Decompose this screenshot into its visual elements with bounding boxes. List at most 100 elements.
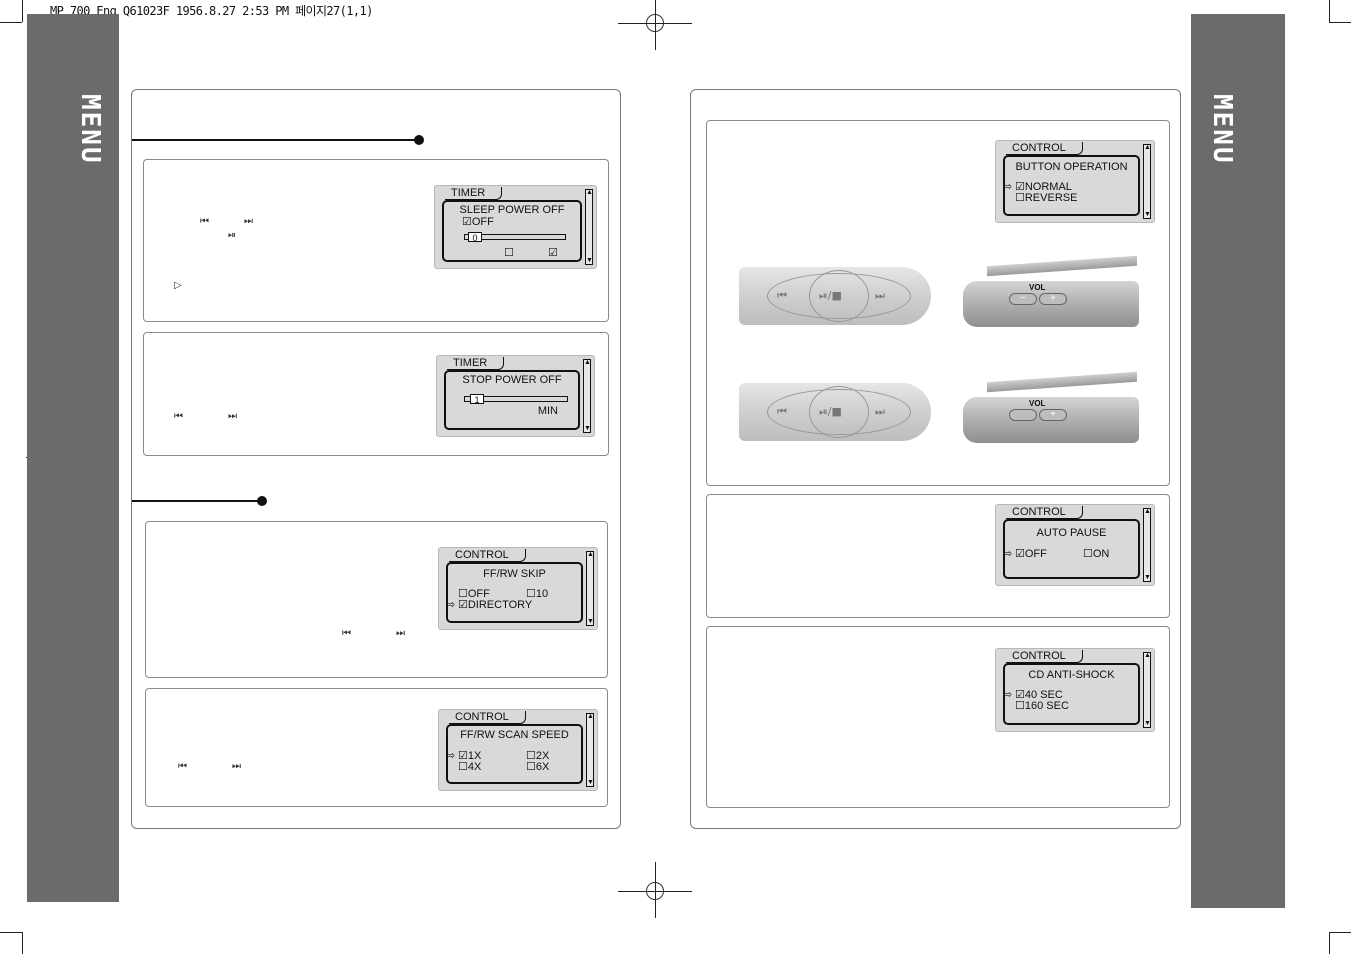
sleep-timer-section: ⏮ ⏭ ⏯ ▷ TIMER SLEEP POWER OFF ☑OFF 0 ☐ ☑ xyxy=(143,159,609,322)
cd-antishock-section: CONTROL CD ANTI-SHOCK ⇨ ☑40 SEC ☐160 SEC xyxy=(706,626,1170,808)
remote-next-icon: ⏭ xyxy=(875,405,885,418)
lcd-tab: CONTROL xyxy=(449,711,526,724)
lcd-auto-pause: CONTROL AUTO PAUSE ⇨ ☑OFF ☐ON xyxy=(995,504,1155,586)
ffrw-skip-section: ⏮ ⏭ CONTROL FF/RW SKIP ☐OFF ☐10 ⇨ ☑DIREC… xyxy=(145,521,608,678)
cursor-icon: ⇨ xyxy=(1003,689,1013,701)
vol-plus-button: + xyxy=(1039,293,1067,305)
menu-label: MENU xyxy=(1207,94,1237,165)
option-off: ☑OFF xyxy=(462,216,494,228)
lcd-screen: BUTTON OPERATION ⇨ ☑NORMAL ☐REVERSE xyxy=(1003,155,1140,216)
option-4x: ☐4X xyxy=(458,761,482,773)
section-rule xyxy=(132,139,417,141)
ffrw-scan-speed-section: ⏮ ⏭ CONTROL FF/RW SCAN SPEED ⇨ ☑1X ☐2X ☐… xyxy=(145,688,608,807)
cursor-icon: ⇨ xyxy=(1003,181,1013,193)
section-dot xyxy=(414,135,424,145)
lcd-title: CD ANTI-SHOCK xyxy=(1028,669,1115,681)
lcd-title: FF/RW SCAN SPEED xyxy=(460,729,569,741)
lcd-scan-speed: CONTROL FF/RW SCAN SPEED ⇨ ☑1X ☐2X ☐4X ☐… xyxy=(438,709,598,791)
lcd-title: BUTTON OPERATION xyxy=(1015,161,1128,173)
unit-label: MIN xyxy=(537,405,558,417)
lcd-tab: CONTROL xyxy=(1006,142,1083,155)
left-sidebar: MENU xyxy=(27,14,119,902)
remote-play-stop-icon: ⏯/■ xyxy=(819,289,842,302)
lcd-scrollbar xyxy=(1143,652,1151,728)
option-2x: ☐2X xyxy=(526,750,550,762)
cursor-icon: ⇨ xyxy=(446,750,456,762)
lcd-title: FF/RW SKIP xyxy=(483,568,546,580)
crop-mark xyxy=(22,932,23,954)
prev-icon: ⏮ xyxy=(174,411,183,422)
remote-play-stop-icon: ⏯/■ xyxy=(819,405,842,418)
prev-icon: ⏮ xyxy=(178,761,187,772)
lcd-screen: SLEEP POWER OFF ☑OFF 0 ☐ ☑ xyxy=(442,200,582,262)
play-pause-icon: ⏯ xyxy=(228,230,236,241)
remote-prev-icon: ⏮ xyxy=(777,405,787,418)
remote-next-icon: ⏭ xyxy=(875,289,885,302)
crop-mark xyxy=(1329,932,1330,954)
crop-mark xyxy=(1329,0,1330,22)
crop-mark xyxy=(1329,22,1351,23)
slider-knob: 1 xyxy=(470,394,484,405)
lcd-title: AUTO PAUSE xyxy=(1036,527,1107,539)
remote-control-side-view: VOL − + xyxy=(963,281,1139,327)
remote-control-side-view: VOL + xyxy=(963,397,1139,443)
slider-track xyxy=(464,396,568,402)
remote-prev-icon: ⏮ xyxy=(777,289,787,302)
option-40-sec: ☑40 SEC xyxy=(1015,689,1063,701)
prev-icon: ⏮ xyxy=(342,628,351,639)
lcd-tab: CONTROL xyxy=(449,549,526,562)
slider-track xyxy=(464,234,566,240)
remote-center-ring xyxy=(809,386,869,438)
crop-mark xyxy=(1329,932,1351,933)
remote-control-top-view: ⏮ ⏯/■ ⏭ xyxy=(739,267,931,325)
option-10: ☐10 xyxy=(526,588,549,600)
lcd-tab: TIMER xyxy=(447,357,505,370)
lcd-stop-power-off: TIMER STOP POWER OFF 1 MIN xyxy=(436,355,595,437)
lcd-screen: FF/RW SKIP ☐OFF ☐10 ⇨ ☑DIRECTORY xyxy=(446,562,583,623)
lcd-title: SLEEP POWER OFF xyxy=(459,204,565,216)
slider-knob: 0 xyxy=(468,232,482,243)
section-dot xyxy=(257,496,267,506)
cursor-icon: ⇨ xyxy=(446,599,456,611)
lcd-tab: CONTROL xyxy=(1006,506,1083,519)
lcd-sleep-power-off: TIMER SLEEP POWER OFF ☑OFF 0 ☐ ☑ xyxy=(434,185,597,269)
vol-label: VOL xyxy=(1029,399,1046,408)
next-icon: ⏭ xyxy=(228,411,237,422)
lcd-button-operation: CONTROL BUTTON OPERATION ⇨ ☑NORMAL ☐REVE… xyxy=(995,140,1155,223)
crop-mark xyxy=(0,22,22,23)
menu-label: MENU xyxy=(75,94,105,165)
next-icon: ⏭ xyxy=(232,761,241,772)
vol-plus-button: + xyxy=(1039,409,1067,421)
stop-timer-section: ⏮ ⏭ TIMER STOP POWER OFF 1 MIN xyxy=(143,332,609,456)
lcd-title: STOP POWER OFF xyxy=(462,374,562,386)
next-icon: ⏭ xyxy=(244,216,253,227)
checkbox-a: ☐ xyxy=(504,247,514,259)
cursor-icon: ⇨ xyxy=(1003,548,1013,560)
vol-minus-button: − xyxy=(1009,293,1037,305)
option-normal: ☑NORMAL xyxy=(1015,181,1072,193)
right-sidebar: MENU xyxy=(1191,14,1285,908)
auto-pause-section: CONTROL AUTO PAUSE ⇨ ☑OFF ☐ON xyxy=(706,494,1170,618)
registration-line xyxy=(655,0,656,50)
option-off: ☐OFF xyxy=(458,588,490,600)
crop-mark xyxy=(22,0,23,22)
crop-mark xyxy=(0,932,22,933)
next-icon: ⏭ xyxy=(396,628,405,639)
vol-label: VOL xyxy=(1029,283,1046,292)
remote-clip xyxy=(987,371,1137,393)
lcd-cd-antishock: CONTROL CD ANTI-SHOCK ⇨ ☑40 SEC ☐160 SEC xyxy=(995,648,1155,732)
checkbox-b: ☑ xyxy=(548,247,558,259)
button-operation-section: CONTROL BUTTON OPERATION ⇨ ☑NORMAL ☐REVE… xyxy=(706,120,1170,486)
option-6x: ☐6X xyxy=(526,761,550,773)
bullet-icon: ▷ xyxy=(174,280,182,291)
lcd-scrollbar xyxy=(1143,508,1151,582)
remote-clip xyxy=(987,255,1137,277)
lcd-scrollbar xyxy=(586,713,594,787)
option-160-sec: ☐160 SEC xyxy=(1015,700,1069,712)
lcd-tab: TIMER xyxy=(445,187,503,200)
lcd-scrollbar xyxy=(586,551,594,626)
registration-line xyxy=(655,862,656,918)
prev-icon: ⏮ xyxy=(200,216,209,227)
section-rule xyxy=(132,500,260,502)
lcd-scrollbar xyxy=(583,359,591,433)
